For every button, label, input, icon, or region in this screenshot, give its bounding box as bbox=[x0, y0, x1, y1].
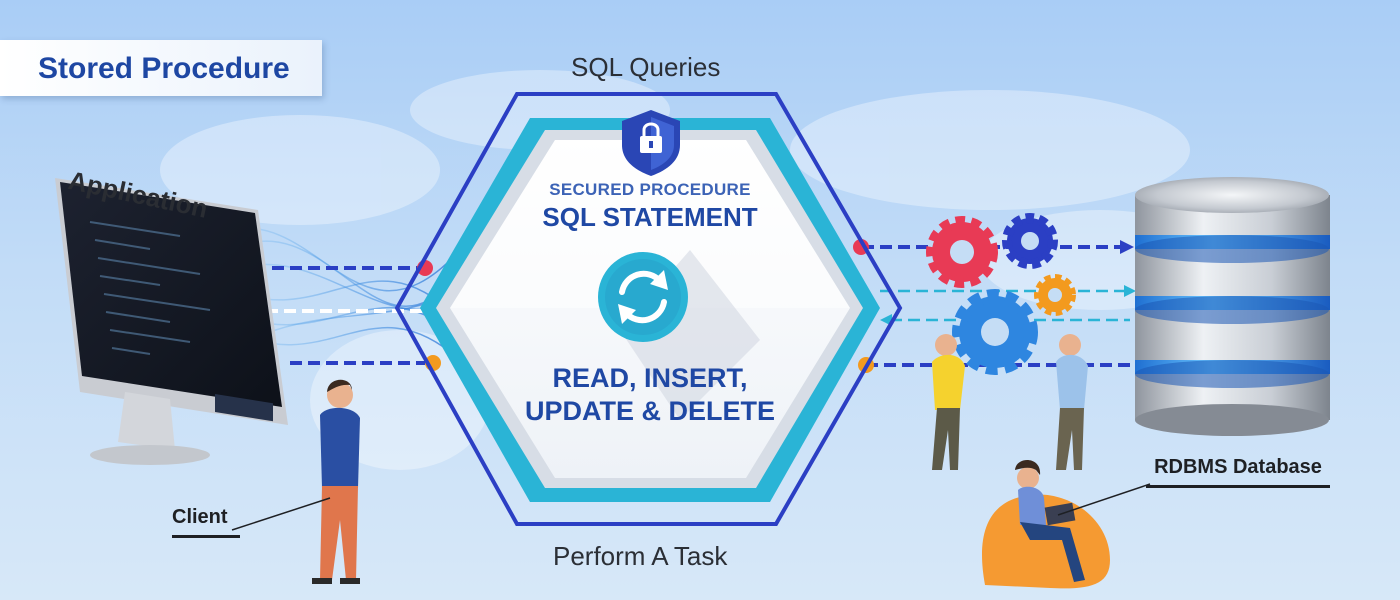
label-database: RDBMS Database bbox=[1146, 456, 1330, 488]
monitor-icon bbox=[55, 178, 288, 465]
workers-icon bbox=[932, 334, 1088, 470]
arrow-head-hex-mid bbox=[880, 314, 892, 326]
page-title: Stored Procedure bbox=[38, 52, 290, 85]
label-perform-task: Perform A Task bbox=[553, 541, 728, 571]
arrow-head-db-mid bbox=[1124, 285, 1136, 297]
label-sql-queries: SQL Queries bbox=[571, 52, 721, 82]
title-banner bbox=[0, 40, 322, 96]
sync-icon bbox=[598, 250, 760, 420]
database-icon bbox=[1135, 177, 1330, 436]
database-pointer-line bbox=[1057, 483, 1151, 516]
hex-operations-line1: READ, INSERT, bbox=[552, 363, 748, 393]
client-person-icon bbox=[312, 379, 360, 584]
gears-icon bbox=[926, 213, 1076, 375]
arrow-head-db-top bbox=[1120, 240, 1134, 254]
woman-with-laptop-icon bbox=[982, 460, 1110, 589]
lock-shield-icon bbox=[622, 110, 680, 176]
hex-operations-line2: UPDATE & DELETE bbox=[524, 396, 775, 426]
left-connectors bbox=[230, 266, 440, 365]
label-client: Client bbox=[172, 506, 240, 538]
client-pointer-line bbox=[231, 497, 331, 531]
hex-heading: SQL STATEMENT bbox=[542, 202, 758, 232]
hex-subtitle: SECURED PROCEDURE bbox=[549, 180, 751, 199]
